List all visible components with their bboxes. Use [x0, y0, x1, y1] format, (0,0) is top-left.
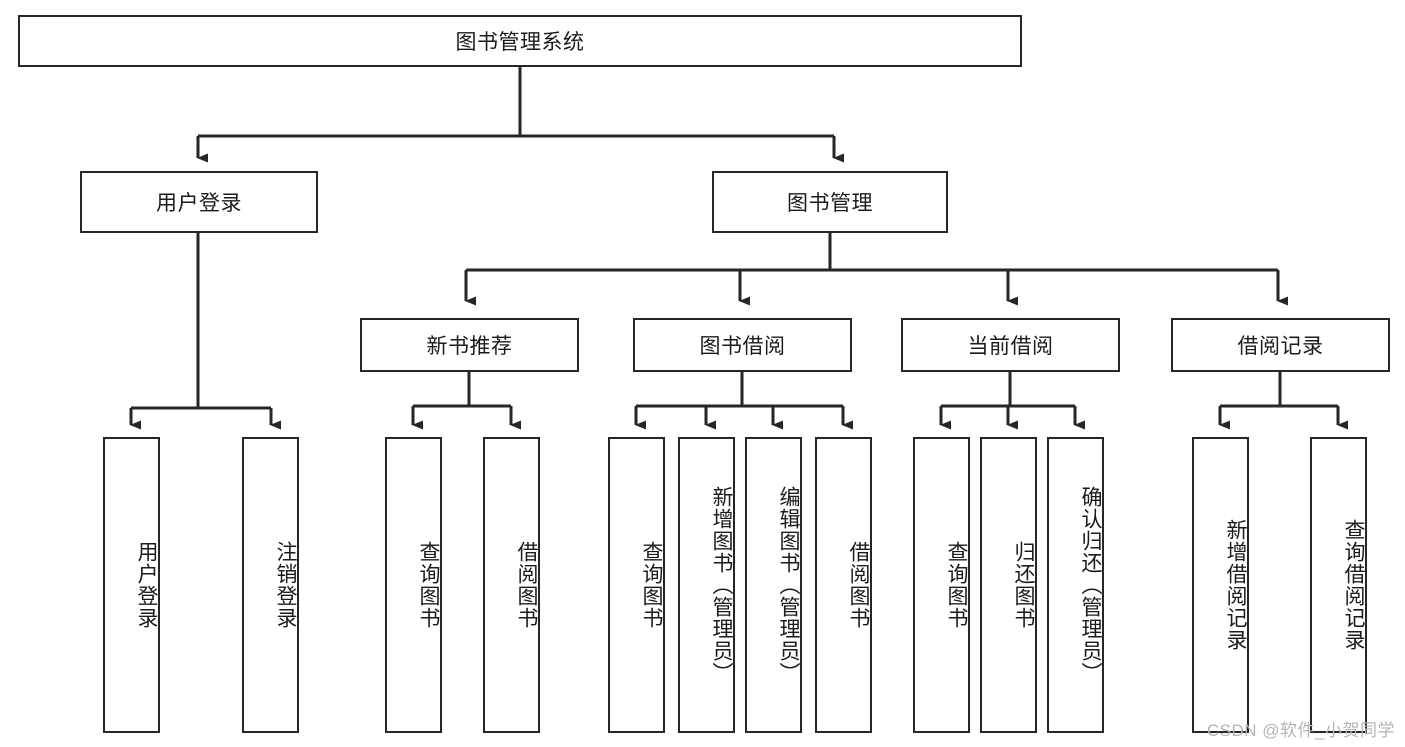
leaf-edit-book-admin[interactable]: 编辑图书（管理员）: [745, 437, 802, 733]
node-label: 图书管理系统: [455, 31, 585, 54]
node-root-system[interactable]: 图书管理系统: [18, 15, 1022, 67]
node-label: 归还图书: [1012, 541, 1035, 629]
node-label: 编辑图书（管理员）: [777, 486, 800, 684]
node-label: 新书推荐: [426, 335, 513, 358]
leaf-query-book-borrow[interactable]: 查询图书: [608, 437, 665, 733]
node-label: 借阅图书: [847, 541, 870, 629]
node-book-borrow[interactable]: 图书借阅: [633, 318, 852, 372]
node-label: 借阅图书: [515, 541, 538, 629]
node-borrow-record[interactable]: 借阅记录: [1171, 318, 1390, 372]
leaf-borrow-book[interactable]: 借阅图书: [815, 437, 872, 733]
leaf-add-book-admin[interactable]: 新增图书（管理员）: [678, 437, 735, 733]
watermark-text: CSDN @软件_小贺同学: [1206, 721, 1395, 740]
node-label: 当前借阅: [967, 335, 1054, 358]
node-label: 查询图书: [640, 541, 663, 629]
leaf-logout[interactable]: 注销登录: [242, 437, 299, 733]
node-label: 查询借阅记录: [1342, 519, 1365, 651]
node-label: 用户登录: [135, 541, 158, 629]
node-label: 用户登录: [156, 192, 242, 215]
node-book-management[interactable]: 图书管理: [712, 171, 948, 233]
node-label: 查询图书: [417, 541, 440, 629]
node-label: 新增借阅记录: [1224, 519, 1247, 651]
leaf-confirm-return-admin[interactable]: 确认归还（管理员）: [1047, 437, 1104, 733]
node-current-borrow[interactable]: 当前借阅: [901, 318, 1120, 372]
node-new-book-recommend[interactable]: 新书推荐: [360, 318, 579, 372]
node-user-login[interactable]: 用户登录: [80, 171, 318, 233]
node-label: 确认归还（管理员）: [1079, 486, 1102, 684]
leaf-return-book[interactable]: 归还图书: [980, 437, 1037, 733]
node-label: 图书管理: [787, 192, 873, 215]
leaf-query-borrow-record[interactable]: 查询借阅记录: [1310, 437, 1367, 733]
node-label: 查询图书: [945, 541, 968, 629]
node-label: 新增图书（管理员）: [710, 486, 733, 684]
node-label: 图书借阅: [699, 335, 786, 358]
leaf-add-borrow-record[interactable]: 新增借阅记录: [1192, 437, 1249, 733]
leaf-borrow-book-new-recommend[interactable]: 借阅图书: [483, 437, 540, 733]
node-label: 借阅记录: [1237, 335, 1324, 358]
node-label: 注销登录: [274, 541, 297, 629]
leaf-query-book-new-recommend[interactable]: 查询图书: [385, 437, 442, 733]
leaf-query-book-current[interactable]: 查询图书: [913, 437, 970, 733]
leaf-user-login[interactable]: 用户登录: [103, 437, 160, 733]
